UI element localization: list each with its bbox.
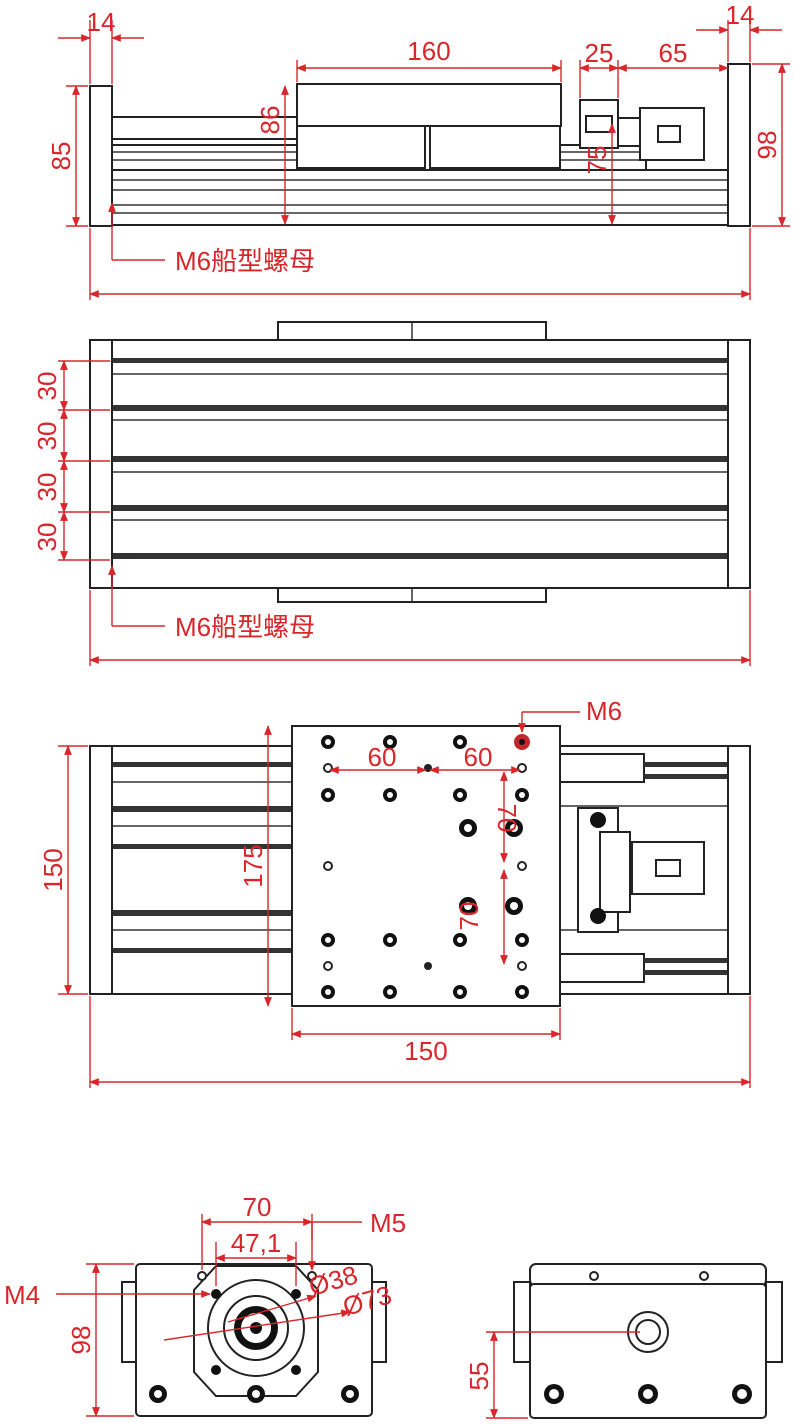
side-view: M6船型螺母 14 14 160 25 65 85 86 <box>46 0 790 300</box>
dim-height-left: 85 <box>46 142 76 171</box>
top-nut-label: M6船型螺母 <box>175 612 315 642</box>
dim-plate-length: 175 <box>238 844 268 887</box>
dim-rail-width: 150 <box>38 848 68 891</box>
dim-carriage-length: 160 <box>407 36 450 66</box>
top-view: 30 30 30 30 M6船型螺母 <box>32 321 751 666</box>
dim-hole-y-lower: 70 <box>454 902 484 931</box>
slot-spacing-3: 30 <box>32 473 62 502</box>
dim-end-left: 14 <box>87 7 116 37</box>
slot-spacing-4: 30 <box>32 523 62 552</box>
side-nut-label: M6船型螺母 <box>175 246 315 276</box>
dim-hole-pitch: 70 <box>243 1192 272 1222</box>
dim-hole-y-upper: 70 <box>492 804 522 833</box>
dim-height-right: 98 <box>752 131 782 160</box>
plate-holes <box>321 734 530 999</box>
dim-plate-width: 150 <box>404 1036 447 1066</box>
dim-motor: 65 <box>659 38 688 68</box>
plan-hole-label: M6 <box>586 696 622 726</box>
label-m4: M4 <box>4 1280 40 1310</box>
dim-center-height: 75 <box>582 146 612 175</box>
label-m5: M5 <box>370 1208 406 1238</box>
slot-spacing-1: 30 <box>32 372 62 401</box>
slot-spacing-2: 30 <box>32 422 62 451</box>
dim-end-right: 14 <box>726 0 755 30</box>
dim-shaft-height: 55 <box>464 1362 494 1391</box>
dim-hole-x-left: 60 <box>368 742 397 772</box>
dim-coupler: 25 <box>585 38 614 68</box>
dim-hole-pitch-inner: 47,1 <box>231 1228 282 1258</box>
motor-end-view: 70 47,1 M5 M4 Ø38 Ø73 98 <box>4 1192 406 1417</box>
dim-motor-end-height: 98 <box>66 1326 96 1355</box>
dim-hole-x-right: 60 <box>464 742 493 772</box>
plan-view: M6 60 60 70 70 150 175 150 <box>38 696 751 1088</box>
back-end-view: 55 <box>464 1263 783 1419</box>
top-view-slots <box>112 358 728 559</box>
dim-carriage-height: 86 <box>255 106 285 135</box>
